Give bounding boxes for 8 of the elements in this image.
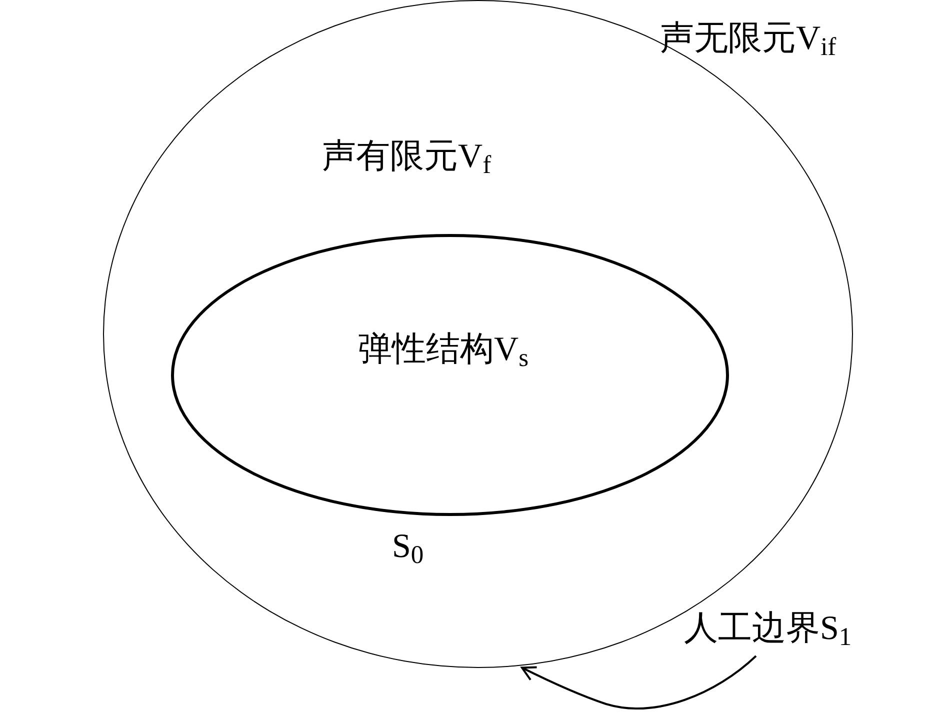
region-label: 声无限元V$_{if}$: [660, 22, 836, 56]
ellipse-region: [171, 234, 729, 516]
region-label: 声有限元V$_{f}$: [322, 140, 492, 174]
leader-arrow: [521, 655, 757, 710]
region-label: 人工边界S$_{1}$: [684, 612, 852, 646]
region-label: S$_{0}$: [392, 530, 424, 564]
circle-region: [103, 0, 853, 668]
region-label: 弹性结构V$_{s}$: [358, 333, 528, 367]
